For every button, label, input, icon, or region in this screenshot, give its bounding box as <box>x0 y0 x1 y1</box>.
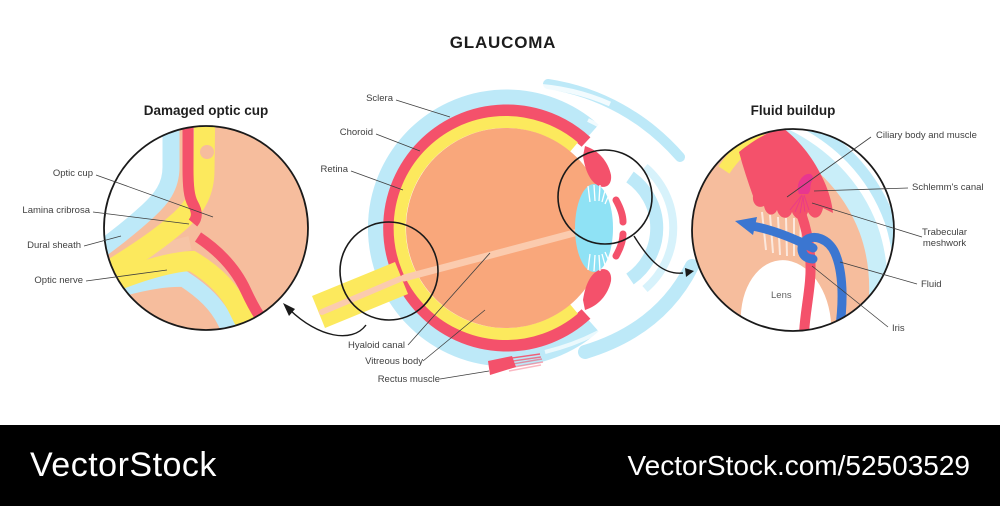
right-inset-circle <box>691 128 895 332</box>
fluid-flow-hook <box>797 233 847 331</box>
watermark-brand: VectorStock <box>30 446 217 484</box>
leader-hyaloid-canal <box>407 252 491 346</box>
connector-to-left-inset <box>289 309 367 337</box>
leader-optic-nerve <box>85 269 168 282</box>
eye-iris-bottom <box>612 230 627 260</box>
fluid-flow-arrowhead <box>735 217 757 235</box>
inset-iris <box>796 211 816 331</box>
eye-lens <box>575 184 613 272</box>
inset-cornea-outer <box>786 129 894 298</box>
leader-schlemms-canal <box>813 187 909 192</box>
inset-ciliary-body <box>739 129 833 220</box>
inset-dural-sheath-band <box>104 270 247 330</box>
label-lamina-cribrosa: Lamina cribrosa <box>22 205 90 216</box>
eye-retina-ring <box>393 116 578 340</box>
eye-sclera-arc-bottom <box>578 259 699 359</box>
leader-retina <box>350 170 404 191</box>
connector-arrowhead-right <box>685 268 694 277</box>
leader-vitreous-body <box>422 309 486 362</box>
label-ciliary-body: Ciliary body and muscle <box>876 130 977 141</box>
left-inset-title: Damaged optic cup <box>143 103 269 118</box>
label-optic-cup: Optic cup <box>52 168 93 179</box>
label-iris: Iris <box>892 323 905 334</box>
watermark-bar: VectorStock VectorStock.com/52503529 <box>0 425 1000 506</box>
leader-ciliary-body <box>786 136 872 198</box>
leader-rectus-muscle <box>439 370 490 380</box>
label-trabecular-meshwork: Trabecular meshwork <box>922 227 968 249</box>
annotation-circle-optic-nerve <box>339 221 439 321</box>
eye-cornea-outer <box>642 163 678 293</box>
eye-ciliary-body-bottom <box>583 269 612 310</box>
connector-arrows <box>283 235 694 337</box>
right-inset-title: Fluid buildup <box>750 103 836 118</box>
label-choroid: Choroid <box>339 127 373 138</box>
eye-vitreous-body <box>406 128 606 328</box>
leader-choroid <box>375 133 421 152</box>
eye-cross-section-art <box>312 79 699 375</box>
leader-lines <box>83 99 923 380</box>
leader-trabecular-meshwork <box>811 202 923 238</box>
label-fluid: Fluid <box>921 279 942 290</box>
label-retina: Retina <box>320 164 348 175</box>
inset-sclera-band <box>104 126 180 273</box>
label-hyaloid-canal: Hyaloid canal <box>347 340 405 351</box>
eye-cornea <box>626 171 664 285</box>
leader-dural-sheath <box>83 235 122 247</box>
left-inset-art <box>104 126 308 330</box>
annotation-circle-lens <box>557 149 653 245</box>
page-title: GLAUCOMA <box>449 33 557 52</box>
inset-choroid-band-upper <box>182 126 202 227</box>
inset-choroid-band-lower <box>194 232 268 325</box>
inset-cornea-inner <box>765 129 892 297</box>
leader-lamina-cribrosa <box>92 211 190 225</box>
label-vitreous-body: Vitreous body <box>365 356 423 367</box>
inset-retina-band <box>104 126 216 291</box>
sclera-highlight <box>449 83 612 107</box>
eye-hyaloid-canal <box>400 228 582 282</box>
eye-zonule-fibers <box>587 184 612 272</box>
label-sclera: Sclera <box>366 93 393 104</box>
sclera-highlight <box>587 118 678 198</box>
sclera-highlight <box>544 302 640 354</box>
label-lens: Lens <box>771 290 792 301</box>
label-schlemms-canal: Schlemm's canal <box>912 182 984 193</box>
eye-optic-nerve-core <box>319 276 403 315</box>
watermark-url: VectorStock.com/52503529 <box>627 449 970 481</box>
leader-sclera <box>395 99 451 118</box>
connector-arrowhead-left <box>283 303 295 316</box>
eye-choroid-ring <box>383 104 591 352</box>
eye-ciliary-body-top <box>583 146 612 187</box>
inset-trabecular-meshwork <box>789 194 810 215</box>
inset-cup-bump <box>200 145 214 159</box>
leader-optic-cup <box>95 174 214 218</box>
label-optic-nerve: Optic nerve <box>34 275 83 286</box>
right-inset-art <box>692 129 894 331</box>
eye-iris-top <box>612 196 627 226</box>
leader-fluid <box>839 261 918 285</box>
left-inset-circle <box>103 125 309 331</box>
label-rectus-muscle: Rectus muscle <box>377 374 440 385</box>
leader-iris <box>811 265 889 328</box>
label-dural-sheath: Dural sheath <box>27 240 81 251</box>
fluid-flow-arrow-shaft <box>747 221 818 253</box>
eye-rectus-muscle <box>488 353 544 375</box>
connector-to-right-inset <box>633 235 684 274</box>
